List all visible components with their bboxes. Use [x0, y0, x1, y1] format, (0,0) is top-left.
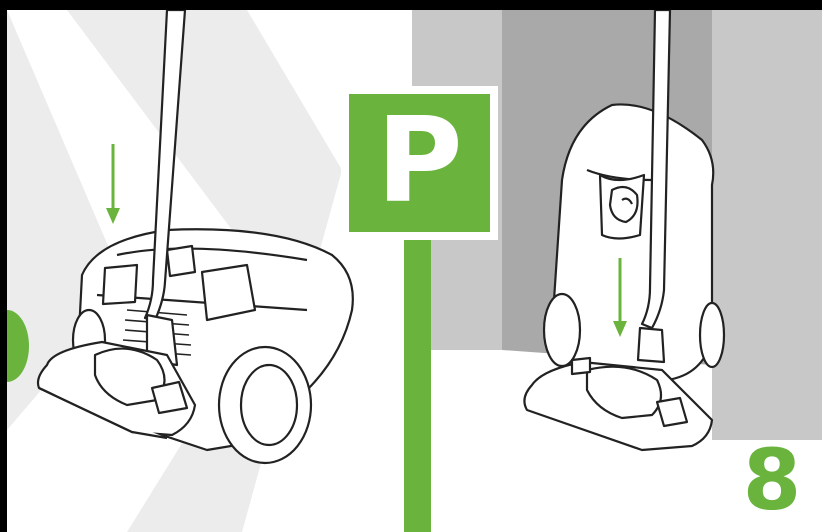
right-scene [412, 10, 822, 532]
down-arrow-icon [106, 144, 120, 224]
parking-sign-icon: P [341, 86, 498, 240]
vacuum-cleaner-illustration [523, 10, 726, 452]
left-border [0, 0, 7, 532]
down-arrow-icon [613, 258, 627, 337]
parking-sign-pole [404, 240, 431, 532]
wall-right [712, 10, 822, 440]
step-number: 8 [742, 431, 802, 529]
parking-sign-plate: P [349, 94, 490, 232]
parking-sign-letter: P [376, 91, 463, 229]
panel-horizontal-parking [7, 10, 412, 532]
vacuum-cleaner-illustration [36, 10, 354, 465]
green-marker [7, 310, 29, 382]
top-border [0, 0, 822, 10]
panel-upright-parking [412, 10, 822, 532]
left-scene [7, 10, 354, 532]
